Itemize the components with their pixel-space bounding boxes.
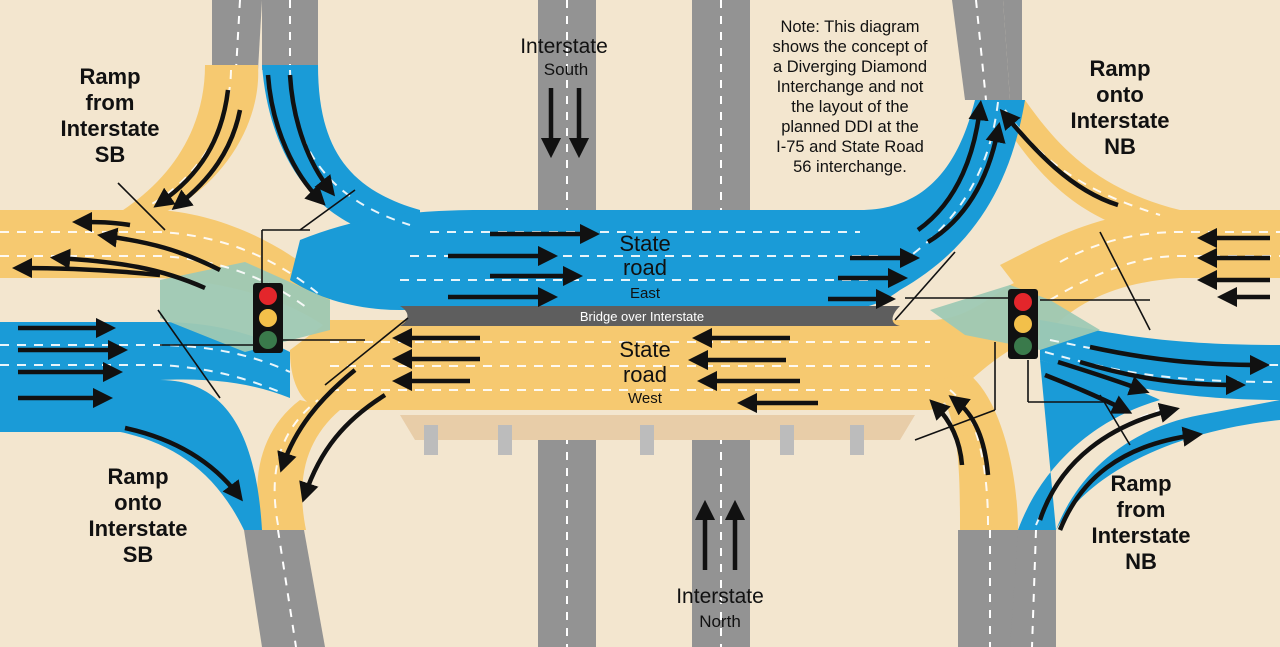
ramp-onto-sb-label: Ramp onto Interstate SB xyxy=(88,464,187,567)
ramp-onto-nb-l3: Interstate xyxy=(1070,108,1169,133)
ramp-from-nb-l1: Ramp xyxy=(1110,471,1171,496)
state-road-east-sub: East xyxy=(630,285,661,302)
ramp-onto-nb-label: Ramp onto Interstate NB xyxy=(1070,56,1169,159)
ramp-onto-nb-l2: onto xyxy=(1096,82,1144,107)
interstate-south-sub: South xyxy=(544,60,588,79)
state-road-east-line1: State xyxy=(619,231,670,256)
ramp-from-nb-label: Ramp from Interstate NB xyxy=(1091,471,1190,574)
ramp-onto-sb-l3: Interstate xyxy=(88,516,187,541)
ramp-from-sb-l4: SB xyxy=(95,142,126,167)
traffic-signal-east xyxy=(1008,289,1038,359)
ramp-from-sb-l1: Ramp xyxy=(79,64,140,89)
interstate-north-sub: North xyxy=(699,612,741,631)
state-road-west-label: State road West xyxy=(619,337,670,407)
bridge-piers xyxy=(400,415,915,455)
ramp-from-nb-l3: Interstate xyxy=(1091,523,1190,548)
traffic-arrows xyxy=(11,74,1271,570)
bridge-label: Bridge over Interstate xyxy=(580,309,704,324)
state-road-west-sub: West xyxy=(628,390,663,407)
note-line-3: a Diverging Diamond xyxy=(773,58,927,76)
interstate-south-title: Interstate xyxy=(520,35,608,58)
state-road-west-line1: State xyxy=(619,337,670,362)
note-line-7: I-75 and State Road xyxy=(776,138,924,156)
state-road-east-line2: road xyxy=(623,255,667,280)
state-road-west-line2: road xyxy=(623,362,667,387)
ramp-onto-sb-l1: Ramp xyxy=(107,464,168,489)
ramp-onto-nb-l4: NB xyxy=(1104,134,1136,159)
state-road-east-label: State road East xyxy=(619,231,670,302)
note-line-8: 56 interchange. xyxy=(793,158,907,176)
note-line-4: Interchange and not xyxy=(777,78,924,96)
ramp-from-nb-l2: from xyxy=(1117,497,1166,522)
note-line-2: shows the concept of xyxy=(772,38,927,56)
interstate-roadway xyxy=(538,0,750,647)
ramp-onto-sb-l4: SB xyxy=(123,542,154,567)
ramp-onto-sb-l2: onto xyxy=(114,490,162,515)
ramp-from-sb-l2: from xyxy=(86,90,135,115)
ramp-from-nb-l4: NB xyxy=(1125,549,1157,574)
traffic-signal-west xyxy=(253,283,283,353)
note-line-6: planned DDI at the xyxy=(781,118,919,136)
note-line-1: Note: This diagram xyxy=(780,18,919,36)
note-line-5: the layout of the xyxy=(791,98,908,116)
bridge-band xyxy=(400,306,900,326)
interstate-south-label: Interstate South xyxy=(520,35,608,79)
interstate-north-title: Interstate xyxy=(676,585,764,608)
signal-leader-lines xyxy=(117,182,1151,446)
interstate-north-label: Interstate North xyxy=(676,585,764,631)
ramp-onto-nb-l1: Ramp xyxy=(1089,56,1150,81)
ramp-from-sb-label: Ramp from Interstate SB xyxy=(60,64,159,167)
ramp-from-sb-l3: Interstate xyxy=(60,116,159,141)
note-block: Note: This diagram shows the concept of … xyxy=(772,18,927,176)
